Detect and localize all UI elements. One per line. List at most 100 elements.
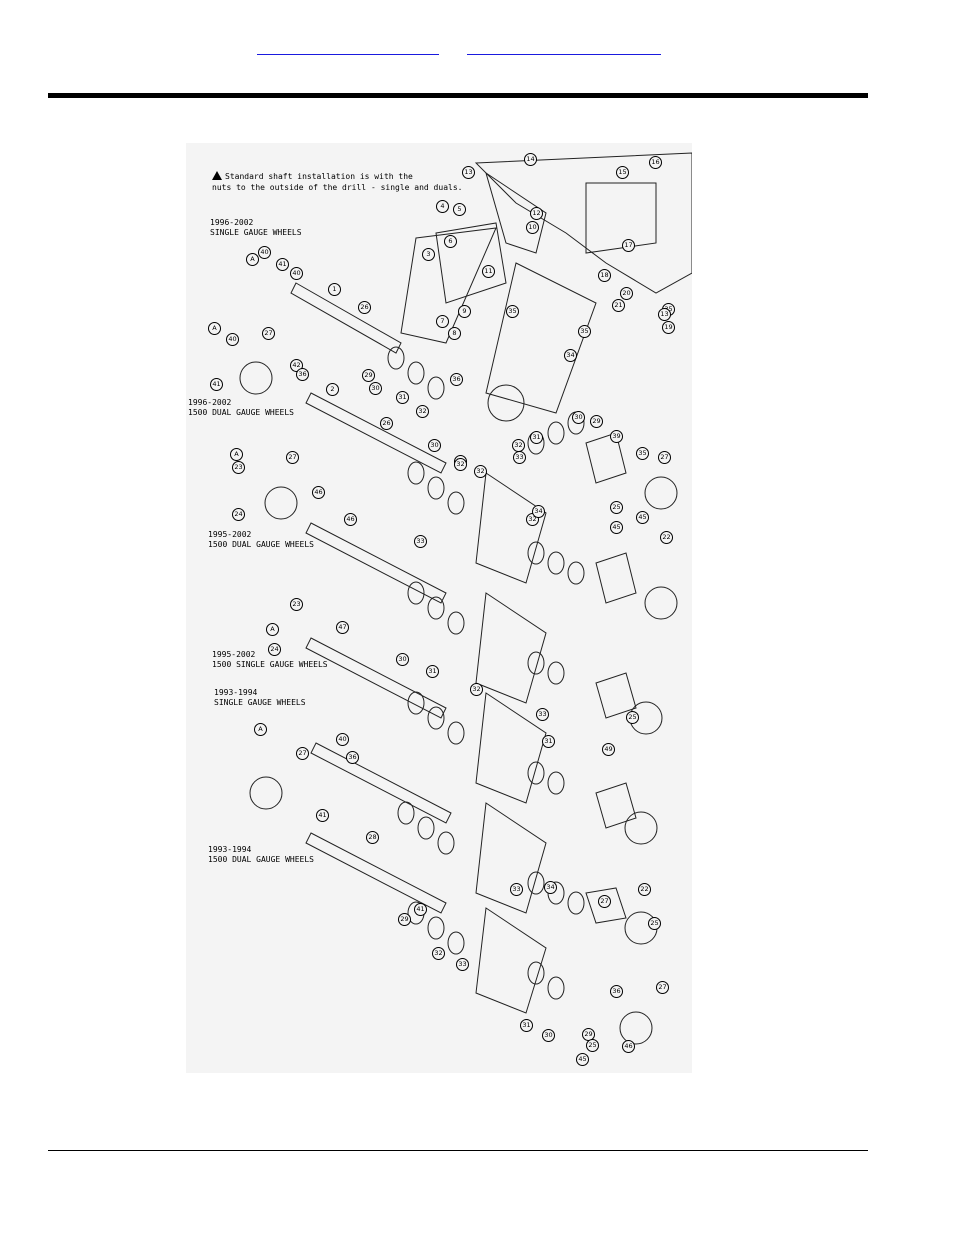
callout: 34 bbox=[532, 505, 545, 518]
callout: 47 bbox=[336, 621, 349, 634]
header-rule bbox=[48, 93, 868, 98]
footer-rule bbox=[48, 1150, 868, 1151]
callout: 40 bbox=[290, 267, 303, 280]
callout: 9 bbox=[458, 305, 471, 318]
callout: 30 bbox=[428, 439, 441, 452]
callout: 19 bbox=[662, 321, 675, 334]
callout: 23 bbox=[232, 461, 245, 474]
callout: 27 bbox=[286, 451, 299, 464]
callout: 12 bbox=[530, 207, 543, 220]
callout: 31 bbox=[520, 1019, 533, 1032]
callout: 27 bbox=[262, 327, 275, 340]
callout: 49 bbox=[602, 743, 615, 756]
callout: 24 bbox=[268, 643, 281, 656]
callout: 46 bbox=[312, 486, 325, 499]
callout: 45 bbox=[636, 511, 649, 524]
callout: 35 bbox=[506, 305, 519, 318]
callout: 26 bbox=[380, 417, 393, 430]
callout: 40 bbox=[258, 246, 271, 259]
callout: 45 bbox=[610, 521, 623, 534]
callout: A bbox=[266, 623, 279, 636]
callout: 33 bbox=[414, 535, 427, 548]
callout: 2 bbox=[326, 383, 339, 396]
callout: 13 bbox=[462, 166, 475, 179]
callout: 29 bbox=[590, 415, 603, 428]
callout: 36 bbox=[450, 373, 463, 386]
callout: 27 bbox=[296, 747, 309, 760]
callout: 36 bbox=[610, 985, 623, 998]
callout: 36 bbox=[346, 751, 359, 764]
callout: 30 bbox=[542, 1029, 555, 1042]
callout: 35 bbox=[636, 447, 649, 460]
callout: 41 bbox=[276, 258, 289, 271]
callout: 33 bbox=[536, 708, 549, 721]
callout: 35 bbox=[578, 325, 591, 338]
callout: A bbox=[254, 723, 267, 736]
callout: 27 bbox=[656, 981, 669, 994]
group-label: 1996-2002 1500 DUAL GAUGE WHEELS bbox=[188, 398, 294, 417]
callout: 14 bbox=[524, 153, 537, 166]
group-label: 1995-2002 1500 SINGLE GAUGE WHEELS bbox=[212, 650, 328, 669]
header-link-2[interactable] bbox=[467, 38, 661, 55]
callout: 31 bbox=[396, 391, 409, 404]
callout: A bbox=[230, 448, 243, 461]
callout: 31 bbox=[530, 431, 543, 444]
callout: 32 bbox=[470, 683, 483, 696]
callout: 21 bbox=[612, 299, 625, 312]
callout: 15 bbox=[616, 166, 629, 179]
callout: 22 bbox=[638, 883, 651, 896]
callout: 41 bbox=[210, 378, 223, 391]
callout: 28 bbox=[366, 831, 379, 844]
callout: 10 bbox=[526, 221, 539, 234]
callout: 25 bbox=[626, 711, 639, 724]
exploded-view-drawing bbox=[239, 152, 692, 1045]
group-label: 1996-2002 SINGLE GAUGE WHEELS bbox=[210, 218, 302, 237]
callout: 16 bbox=[649, 156, 662, 169]
callout: 32 bbox=[416, 405, 429, 418]
callout: 6 bbox=[444, 235, 457, 248]
callout: 31 bbox=[426, 665, 439, 678]
callout: 32 bbox=[432, 947, 445, 960]
callout: 36 bbox=[296, 368, 309, 381]
callout: 13 bbox=[658, 308, 671, 321]
callout: 33 bbox=[510, 883, 523, 896]
callout: 27 bbox=[598, 895, 611, 908]
callout: 26 bbox=[358, 301, 371, 314]
callout: 39 bbox=[610, 430, 623, 443]
callout: 23 bbox=[290, 598, 303, 611]
callout: 25 bbox=[648, 917, 661, 930]
callout: 24 bbox=[232, 508, 245, 521]
group-label: 1995-2002 1500 DUAL GAUGE WHEELS bbox=[208, 530, 314, 549]
callout: 30 bbox=[396, 653, 409, 666]
callout: 4 bbox=[436, 200, 449, 213]
callout: 33 bbox=[513, 451, 526, 464]
callout: 30 bbox=[369, 382, 382, 395]
callout: 45 bbox=[576, 1053, 589, 1066]
callout: A bbox=[246, 253, 259, 266]
group-label: 1993-1994 SINGLE GAUGE WHEELS bbox=[214, 688, 306, 707]
parts-diagram: Standard shaft installation is with the … bbox=[186, 143, 692, 1073]
callout: 22 bbox=[660, 531, 673, 544]
group-label: 1993-1994 1500 DUAL GAUGE WHEELS bbox=[208, 845, 314, 864]
callout: 41 bbox=[316, 809, 329, 822]
callout: 25 bbox=[586, 1039, 599, 1052]
callout: 29 bbox=[362, 369, 375, 382]
callout: 5 bbox=[453, 203, 466, 216]
callout: 17 bbox=[622, 239, 635, 252]
callout: 30 bbox=[572, 411, 585, 424]
callout: 40 bbox=[336, 733, 349, 746]
callout: 40 bbox=[226, 333, 239, 346]
callout: 32 bbox=[474, 465, 487, 478]
callout: 46 bbox=[344, 513, 357, 526]
callout: 32 bbox=[454, 458, 467, 471]
callout: 25 bbox=[610, 501, 623, 514]
warning-triangle-icon bbox=[212, 171, 222, 180]
callout: 18 bbox=[598, 269, 611, 282]
callout: 34 bbox=[564, 349, 577, 362]
callout: 34 bbox=[544, 881, 557, 894]
callout: 46 bbox=[622, 1040, 635, 1053]
callout: 7 bbox=[436, 315, 449, 328]
header-link-1[interactable] bbox=[257, 38, 439, 55]
callout: 29 bbox=[398, 913, 411, 926]
callout: 31 bbox=[542, 735, 555, 748]
